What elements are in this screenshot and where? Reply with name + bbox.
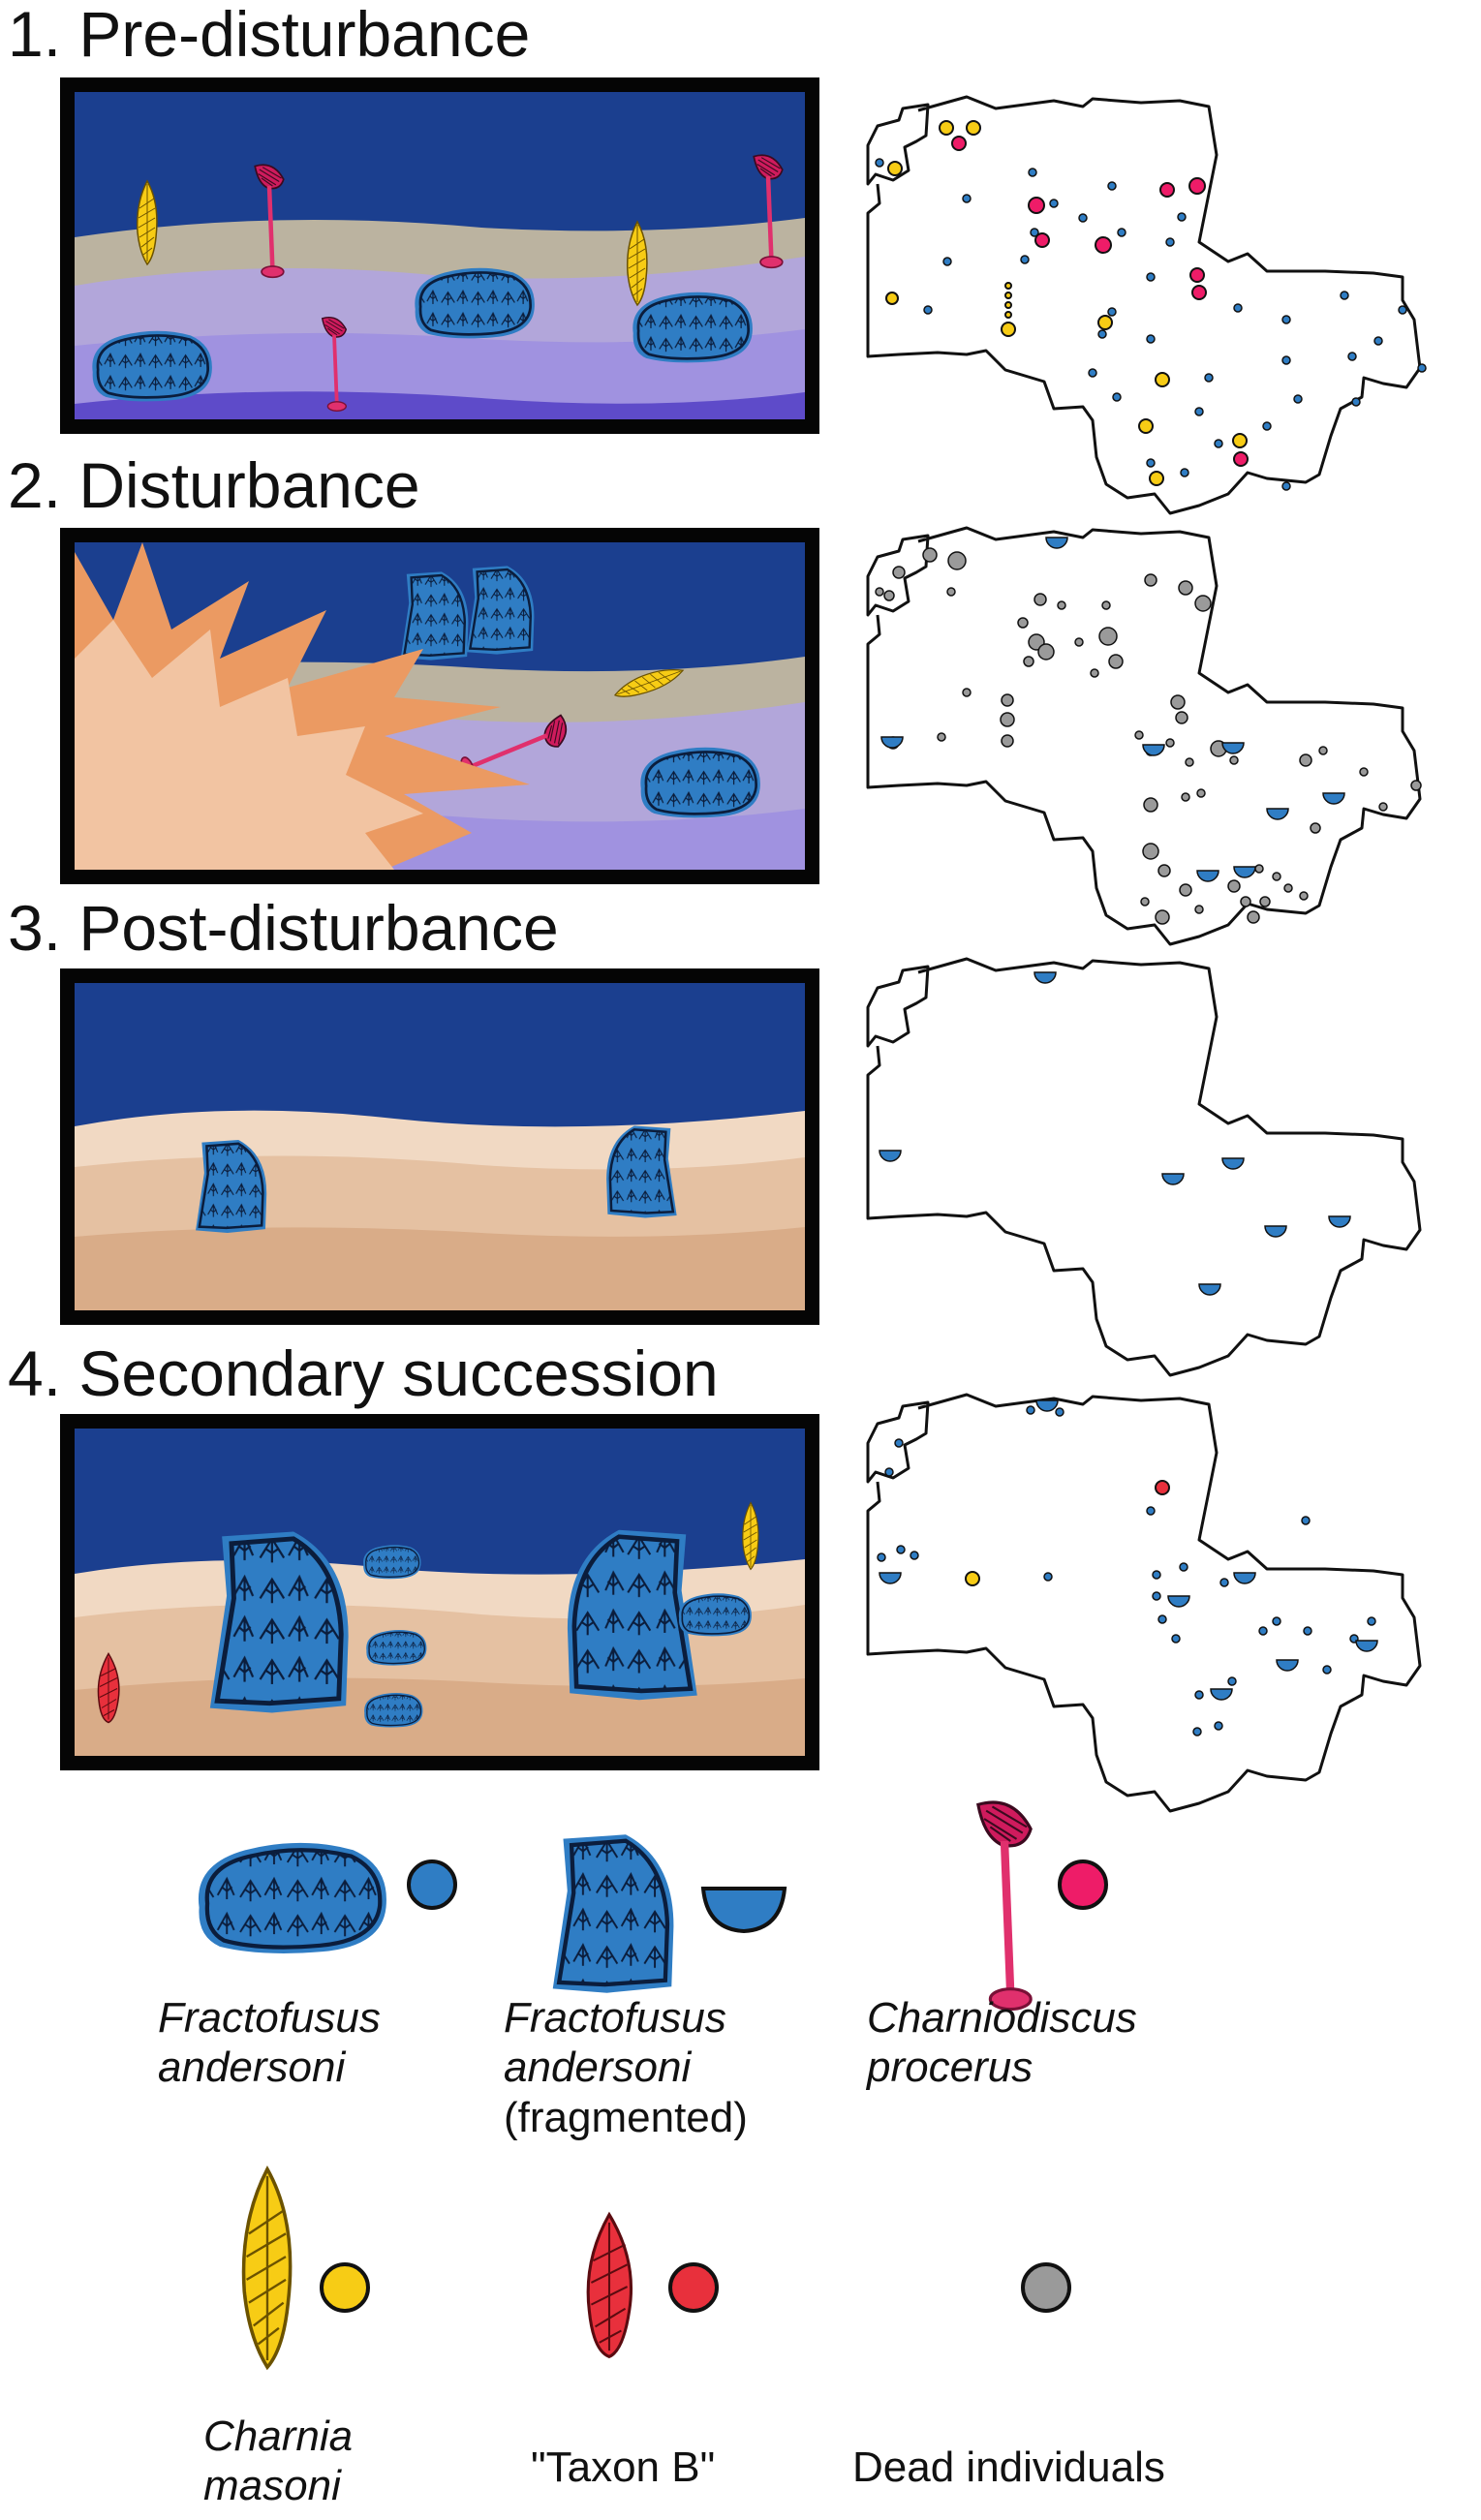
stage-1-scene [60, 77, 819, 434]
stage-3-heading: 3. Post-disturbance [8, 896, 559, 960]
fractofusus-organism [638, 746, 762, 819]
fractofusus-label: Fractofusus andersoni [158, 1994, 381, 2092]
charnia-label: Charnia masoni [203, 2412, 354, 2510]
stage-number: 3. [8, 892, 62, 964]
fractofusus-markers [877, 1405, 1376, 1736]
fractofusus-fragmented-label: Fractofusus andersoni (fragmented) [504, 1994, 748, 2141]
fragment-markers [879, 971, 1351, 1296]
taxon-b-marker [668, 2262, 719, 2313]
stage-3-map [866, 957, 1422, 1377]
fragment-markers [880, 537, 1345, 882]
fractofusus-organism [362, 1544, 422, 1581]
stage-number: 2. [8, 449, 62, 521]
fractofusus-organism [413, 266, 537, 340]
stage-1-heading: 1. Pre-disturbance [8, 2, 530, 66]
fractofusus-organism [631, 291, 755, 364]
charniodiscus-markers [951, 136, 1249, 467]
dead-individuals-label: Dead individuals [852, 2443, 1165, 2491]
taxon-b-icon [579, 2208, 639, 2363]
post-disturbance-illustration [75, 983, 805, 1310]
charniodiscus-label: Charniodiscus procerus [867, 1994, 1137, 2092]
stage-title: Pre-disturbance [78, 0, 531, 70]
disturbance-illustration [75, 542, 805, 870]
turbidity-flow-inner [75, 620, 423, 870]
stage-3-scene [60, 968, 819, 1325]
stage-2-map [866, 526, 1422, 946]
fragment-markers [879, 1399, 1378, 1701]
stage-number: 1. [8, 0, 62, 70]
taxon-b-label: "Taxon B" [531, 2443, 716, 2491]
taxon-b-markers [1155, 1480, 1170, 1495]
stage-title: Post-disturbance [78, 892, 559, 964]
stage-4-scene [60, 1414, 819, 1770]
fractofusus-marker [407, 1859, 457, 1910]
fractofusus-icon [189, 1835, 394, 1959]
charnia-markers [965, 1571, 980, 1586]
stage-title: Disturbance [78, 449, 420, 521]
charniodiscus-icon [964, 1797, 1045, 2019]
dead-individuals-marker [1021, 2262, 1071, 2313]
charnia-icon [232, 2165, 302, 2372]
stage-4-heading: 4. Secondary succession [8, 1341, 719, 1405]
charnia-markers [885, 120, 1248, 486]
stage-2-scene [60, 528, 819, 884]
charnia-marker [320, 2262, 370, 2313]
fractofusus-organism [90, 329, 214, 403]
fractofusus-organism [365, 1629, 428, 1667]
pre-disturbance-illustration [75, 92, 805, 419]
fractofusus-markers [875, 158, 1427, 491]
secondary-succession-illustration [75, 1429, 805, 1756]
fractofusus-organism [677, 1592, 753, 1638]
fractofusus-organism [363, 1692, 424, 1729]
stage-4-map [866, 1393, 1422, 1813]
stage-number: 4. [8, 1337, 62, 1409]
fractofusus-fragment-icon [544, 1830, 680, 1997]
stage-title: Secondary succession [78, 1337, 719, 1409]
stage-1-map [866, 95, 1427, 515]
stage-2-heading: 2. Disturbance [8, 453, 420, 517]
dead-markers [875, 547, 1422, 925]
fractofusus-fragment-marker [700, 1887, 787, 1934]
charniodiscus-marker [1058, 1859, 1108, 1910]
